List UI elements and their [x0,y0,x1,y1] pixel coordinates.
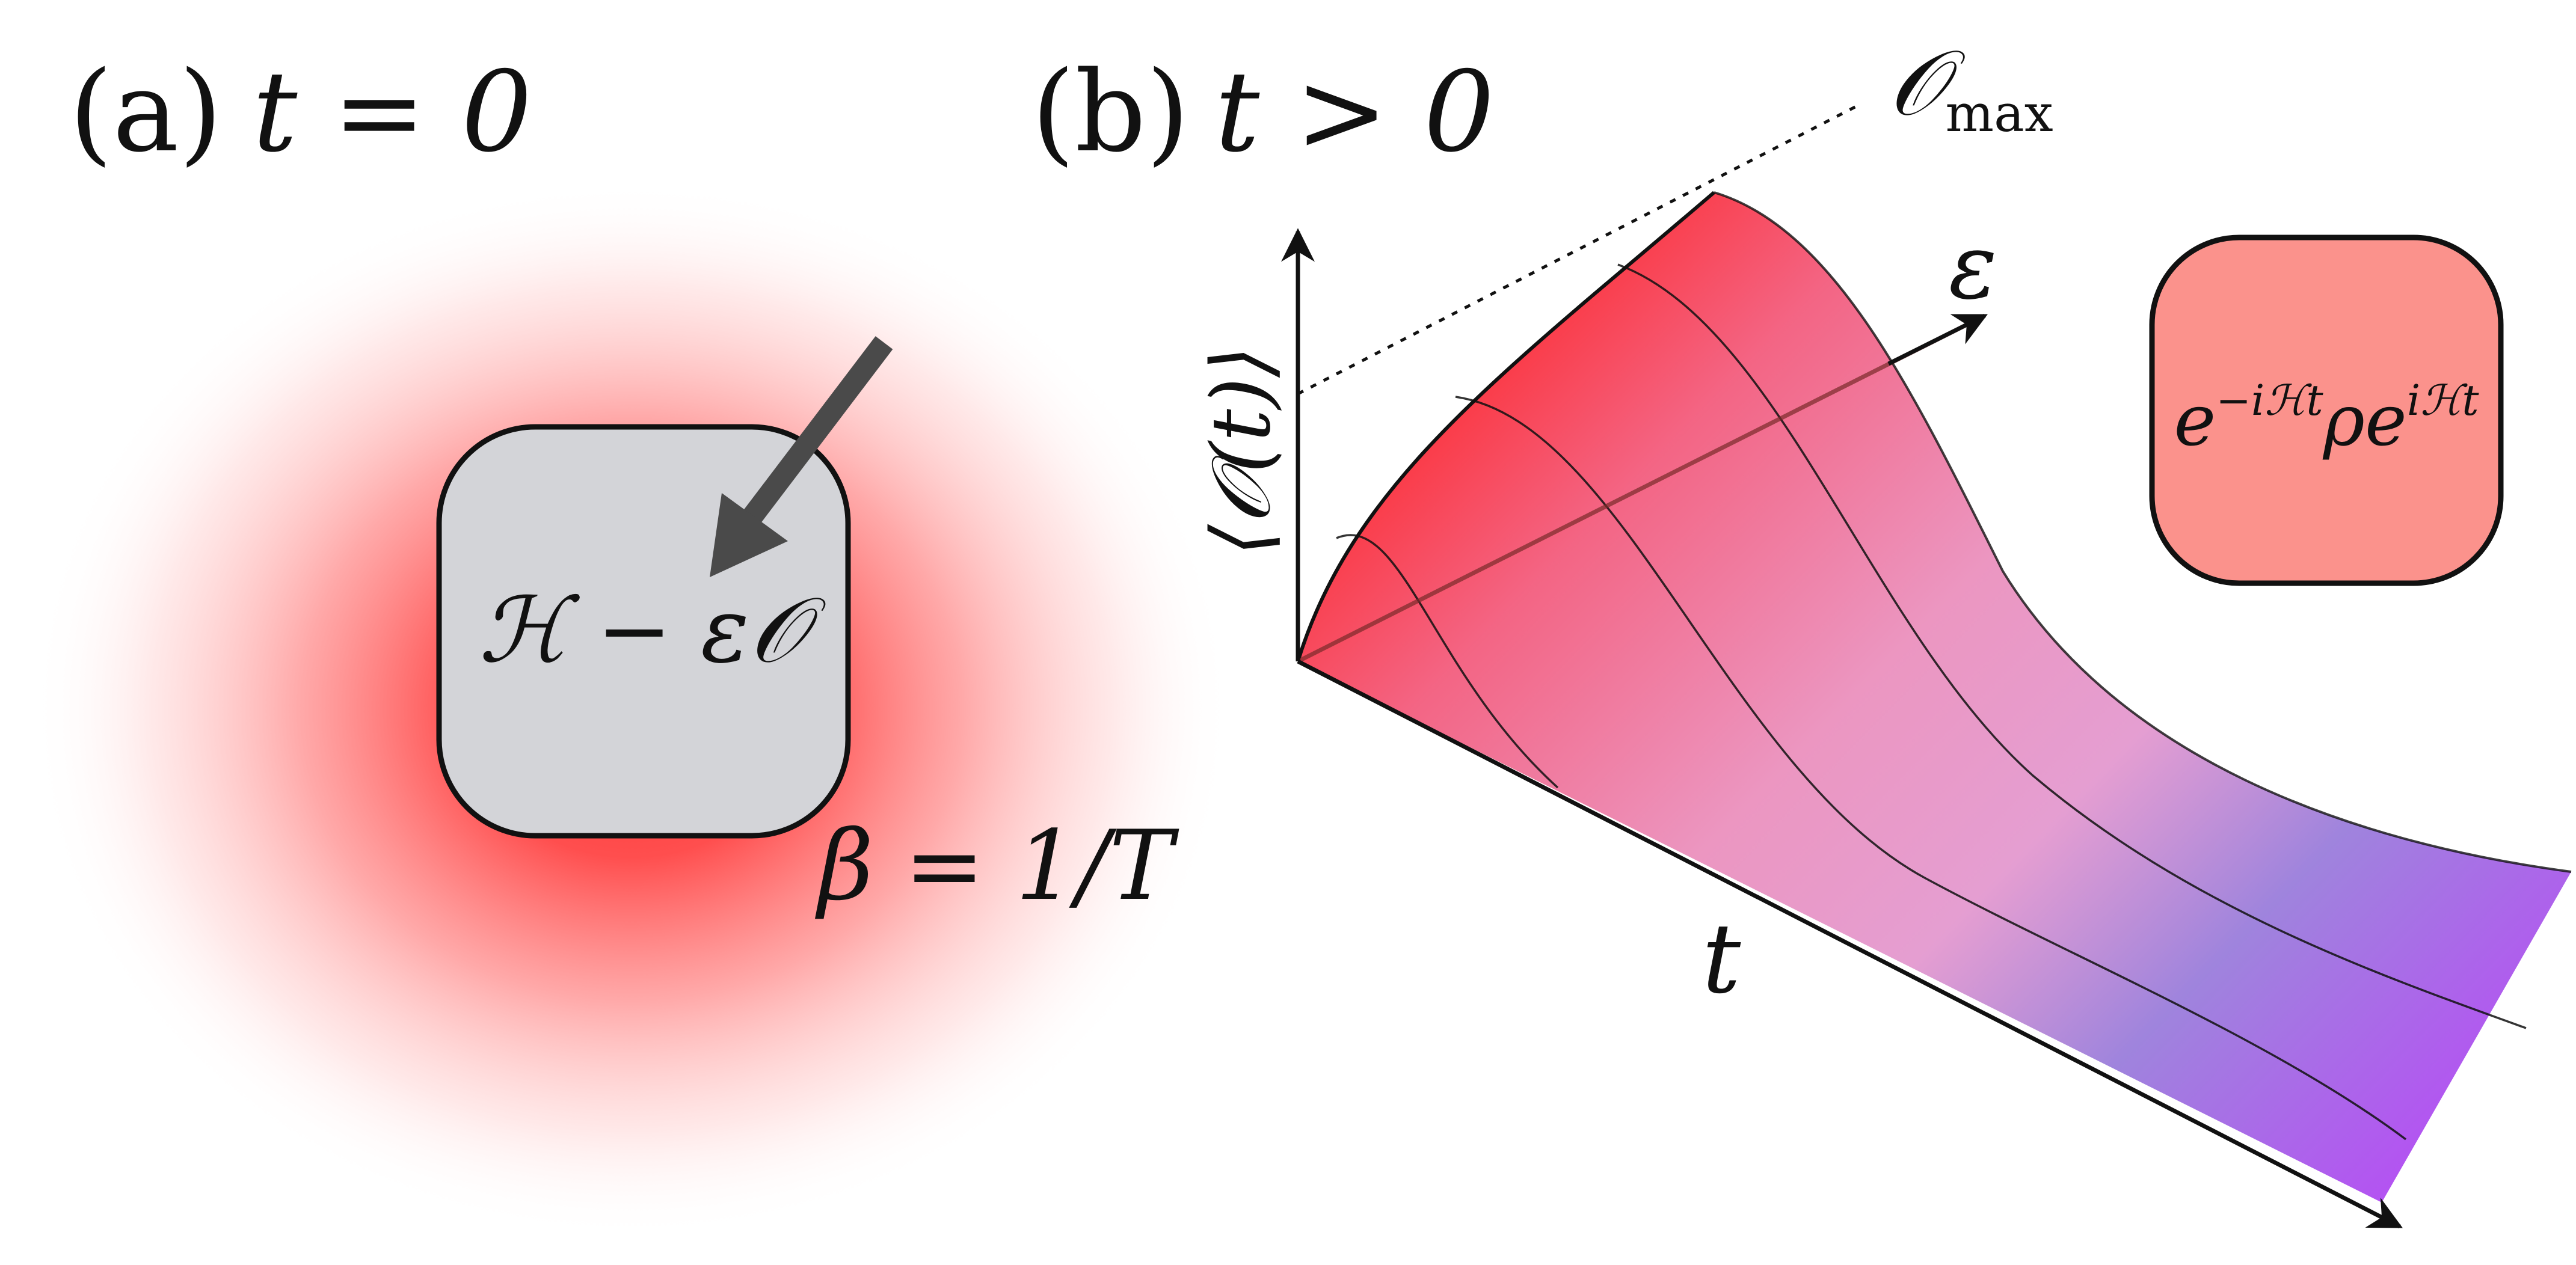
temperature-label: β = 1/T [815,809,1179,922]
evolution-operator: e−iℋtρeiℋt [2174,376,2479,462]
epsilon-symbol: ε [701,578,749,683]
evolution-box [2149,234,2504,586]
t-axis [1297,659,2403,1229]
panel-a: (a) t = 0 ℋ − ε𝒪 β = 1/T [30,47,1233,1239]
epsilon-axis [1297,316,1980,664]
evolution-sup1: −iℋt [2216,376,2323,425]
epsilon-axis-label: ε [1949,215,1997,319]
panel-a-condition: t = 0 [253,47,532,177]
hamiltonian-text: ℋ − ε𝒪 [479,578,826,683]
slice-2 [1455,396,2407,1141]
epsilon-slices [1336,263,2527,1141]
panel-a-label: (a) [69,47,223,177]
evolution-sup2: iℋt [2407,376,2480,425]
max-label: 𝒪max [1889,31,2053,144]
panel-b: (b) t > 0 𝒪max ε ⟨𝒪(t)⟩ t [1031,31,2572,1229]
t-axis-label: t [1702,902,1741,1015]
epsilon-axis-tip [1887,313,1988,366]
panel-b-label: (b) [1031,47,1190,177]
y-axis-label: ⟨𝒪(t)⟩ [1194,346,1288,556]
slice-1 [1336,534,1559,789]
minus-sign: − [568,578,701,683]
max-guide-line [1297,103,1860,396]
evolution-base: e [2174,379,2216,462]
evolution-mid: ρe [2322,379,2407,462]
hamiltonian-symbol: ℋ [479,578,580,683]
perturbation-arrow [710,336,893,577]
response-surface [1298,192,2571,1202]
slice-3 [1617,263,2527,1029]
surface-right-edge [1714,191,2572,873]
max-label-subscript: max [1946,84,2053,144]
panel-b-condition: t > 0 [1215,47,1495,177]
